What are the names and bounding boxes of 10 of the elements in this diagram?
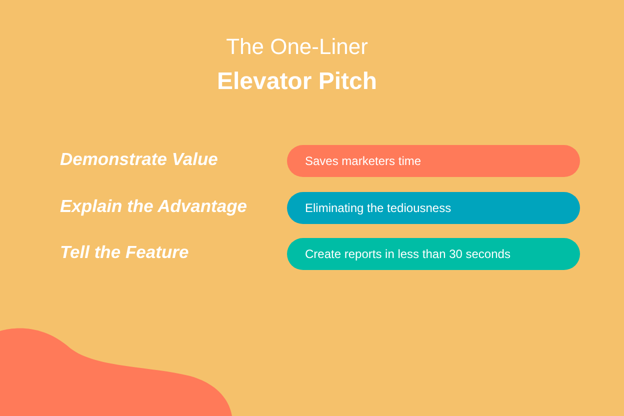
statement-text: Saves marketers time [305,154,422,168]
step-heading: Tell the Feature [60,242,189,263]
statement-text: Eliminating the tediousness [305,201,452,215]
step-heading: Demonstrate Value [60,149,218,170]
statement-pill [287,192,580,224]
step-heading: Explain the Advantage [60,196,248,217]
title: The One-Liner Elevator Pitch [216,34,378,96]
statement-text: Create reports in less than 30 seconds [305,247,510,261]
statement-pill [287,238,580,270]
statement-pill [287,145,580,177]
